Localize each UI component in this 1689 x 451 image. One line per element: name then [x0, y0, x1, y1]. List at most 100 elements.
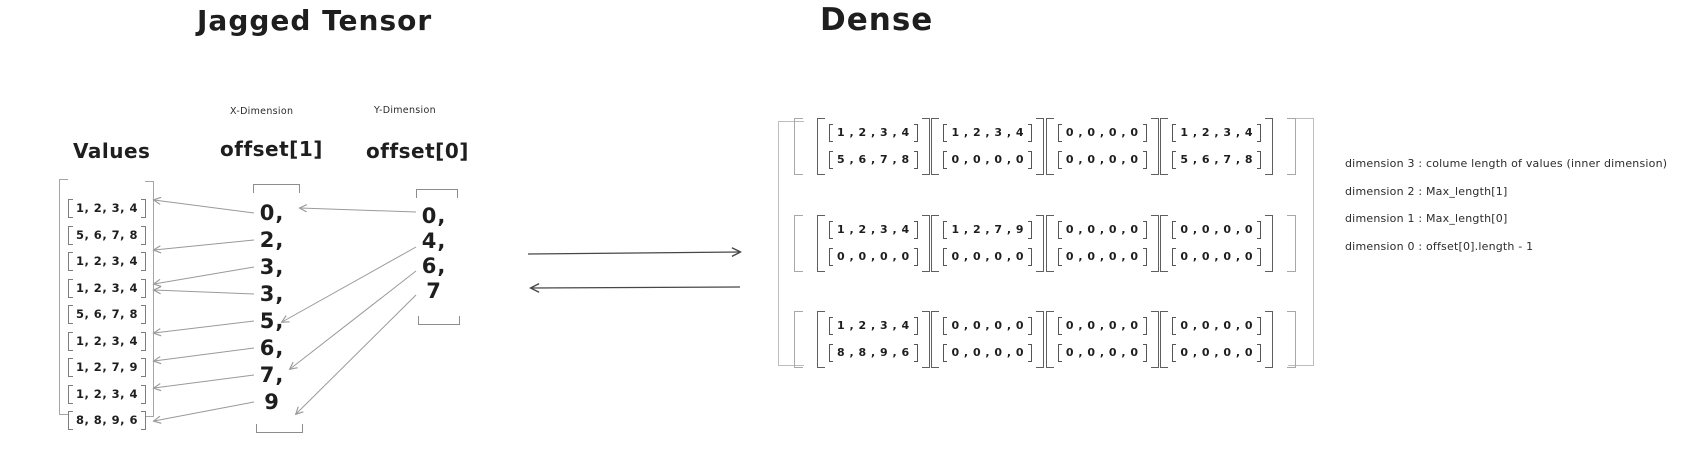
matrix-row: 0 , 0 , 0 , 0 — [1057, 124, 1147, 142]
right-bracket — [1028, 124, 1033, 142]
offset1-value: 0, — [259, 201, 285, 225]
left-bracket — [943, 247, 948, 266]
right-bracket — [1257, 151, 1261, 169]
matrix-row: 1 , 2 , 3 , 4 — [829, 220, 918, 239]
left-bracket — [1172, 344, 1177, 362]
offset0-top-bracket — [416, 189, 458, 198]
left-bracket — [1057, 124, 1062, 142]
right-bracket — [1028, 220, 1033, 239]
matrix-bracket-left — [817, 118, 825, 175]
matrix-bracket-right — [921, 214, 930, 272]
matrix-row-text: 5 , 6 , 7 , 8 — [837, 153, 910, 166]
dense-row-bracket-right — [1287, 118, 1296, 175]
left-bracket — [829, 151, 833, 169]
matrix-row-text: 5 , 6 , 7 , 8 — [1180, 153, 1253, 166]
right-bracket — [1257, 317, 1261, 335]
matrix-bracket-left — [1045, 311, 1054, 368]
dense-row-bracket-right — [1287, 311, 1296, 368]
left-bracket — [1057, 220, 1062, 239]
matrix-rows: 1 , 2 , 3 , 4 5 , 6 , 7 , 8 — [825, 118, 922, 175]
matrix-row-text: 1 , 2 , 3 , 4 — [1180, 126, 1253, 139]
values-row: 1, 2, 3, 4 — [68, 199, 146, 218]
matrix-row-text: 0 , 0 , 0 , 0 — [951, 249, 1025, 263]
arrow-offset1-6-to-values-row7 — [154, 347, 255, 361]
offset1-value: 5, — [259, 309, 285, 333]
dense-row-matrices: 1 , 2 , 3 , 4 5 , 6 , 7 , 8 1 , 2 , 3 , 4 0… — [809, 118, 1281, 175]
offset1-label: offset[1] — [220, 137, 323, 161]
left-bracket — [1172, 317, 1177, 335]
right-bracket — [1028, 151, 1033, 169]
left-bracket — [68, 358, 73, 377]
dense-row-bracket-right — [1287, 214, 1296, 272]
matrix-bracket-right — [1036, 214, 1045, 272]
matrix-row-text: 8 , 8 , 9 , 6 — [837, 346, 910, 359]
right-bracket — [1028, 344, 1033, 362]
matrix-bracket-left — [817, 311, 825, 368]
values-outer-bracket-left — [59, 179, 68, 415]
matrix-row: 1 , 2 , 3 , 4 — [943, 124, 1033, 142]
matrix-rows: 1 , 2 , 3 , 4 0 , 0 , 0 , 0 — [939, 118, 1036, 175]
right-bracket — [913, 124, 918, 142]
right-bracket — [141, 278, 146, 298]
matrix-row-text: 0 , 0 , 0 , 0 — [1065, 319, 1139, 332]
left-bracket — [68, 411, 73, 430]
left-bracket — [1057, 317, 1062, 335]
matrix-bracket-right — [1265, 311, 1273, 368]
matrix-row: 0 , 0 , 0 , 0 — [943, 344, 1033, 362]
arrow-dense-to-jagged — [531, 287, 741, 288]
values-row: 1, 2, 3, 4 — [68, 278, 146, 298]
right-bracket — [1028, 247, 1033, 266]
left-bracket — [68, 225, 73, 245]
left-bracket — [1172, 151, 1177, 169]
matrix-row-text: 0 , 0 , 0 , 0 — [1065, 126, 1139, 139]
left-bracket — [1172, 247, 1177, 266]
left-bracket — [829, 317, 833, 335]
right-bracket — [141, 199, 146, 218]
matrix-row: 1 , 2 , 3 , 4 — [829, 317, 918, 335]
values-row: 5, 6, 7, 8 — [68, 225, 146, 245]
values-row: 1, 2, 7, 9 — [68, 358, 146, 377]
dense-row-bracket-left — [794, 311, 803, 368]
offset0-value: 6, — [421, 254, 447, 278]
right-bracket — [1028, 317, 1033, 335]
matrix-row-text: 0 , 0 , 0 , 0 — [951, 153, 1025, 166]
matrix-bracket-left — [931, 214, 940, 272]
left-bracket — [1172, 124, 1177, 142]
matrix-row-text: 1 , 2 , 3 , 4 — [837, 126, 910, 139]
jagged-tensor-title: Jagged Tensor — [197, 4, 433, 37]
values-row-text: 5, 6, 7, 8 — [75, 307, 139, 321]
matrix-bracket-left — [1045, 118, 1054, 175]
right-bracket — [913, 151, 918, 169]
left-bracket — [68, 384, 73, 404]
matrix-row: 0 , 0 , 0 , 0 — [1172, 220, 1261, 239]
right-bracket — [1142, 317, 1147, 335]
right-bracket — [1142, 124, 1147, 142]
offset1-value: 6, — [259, 336, 285, 360]
matrix-bracket-left — [1160, 118, 1169, 175]
matrix-row: 5 , 6 , 7 , 8 — [829, 151, 918, 169]
right-bracket — [1257, 124, 1261, 142]
left-bracket — [68, 305, 73, 324]
arrow-offset1-5-to-values-row6 — [154, 320, 255, 333]
matrix-row-text: 0 , 0 , 0 , 0 — [951, 346, 1025, 359]
dense-outer-bracket-left — [778, 121, 804, 366]
matrix-bracket-right — [921, 311, 930, 368]
right-bracket — [141, 305, 146, 324]
matrix-bracket-left — [931, 118, 940, 175]
right-bracket — [141, 358, 146, 377]
matrix-bracket-right — [1265, 118, 1273, 175]
left-bracket — [829, 247, 833, 266]
matrix-bracket-left — [1160, 311, 1169, 368]
matrix-row-text: 0 , 0 , 0 , 0 — [1180, 319, 1253, 332]
arrow-offset1-0-to-values-row1 — [154, 200, 255, 214]
offset1-value: 3, — [259, 255, 285, 279]
